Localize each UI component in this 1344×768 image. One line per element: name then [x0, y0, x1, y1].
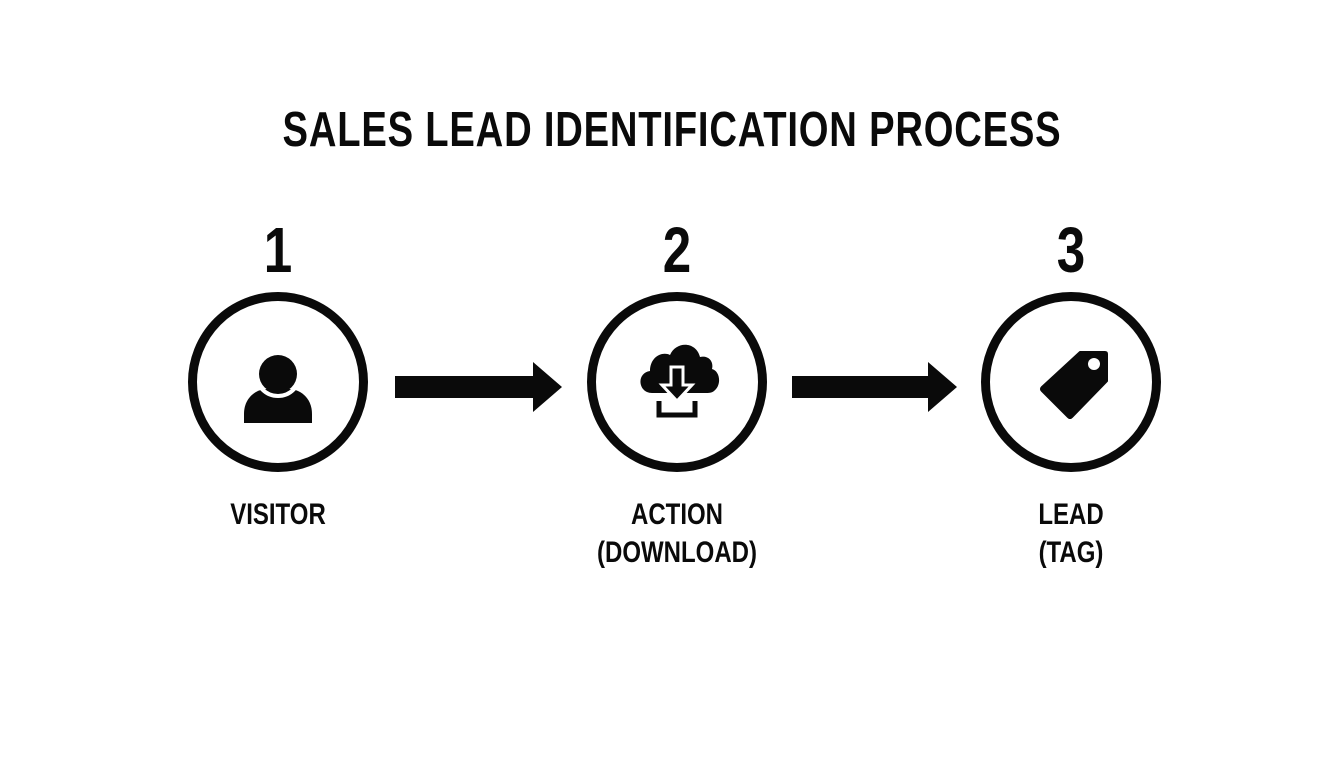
- arrow-right-icon: [792, 362, 957, 412]
- step-number: 3: [1056, 214, 1086, 286]
- step-lead: 3 LEAD (TAG): [961, 0, 1181, 768]
- step-circle: [981, 292, 1161, 472]
- step-label: ACTION (DOWNLOAD): [597, 498, 757, 569]
- step-action: 2 ACTION (DOWNLOAD): [567, 0, 787, 768]
- person-icon: [244, 350, 312, 423]
- step-circle: [587, 292, 767, 472]
- step-visitor: 1 VISITOR: [168, 0, 388, 768]
- step-number: 2: [662, 214, 692, 286]
- step-label: LEAD (TAG): [1038, 498, 1104, 569]
- step-circle: [188, 292, 368, 472]
- step-number: 1: [263, 214, 293, 286]
- step-label: VISITOR: [230, 498, 326, 531]
- diagram-title: SALES LEAD IDENTIFICATION PROCESS: [282, 103, 1062, 157]
- arrow-right-icon: [395, 362, 562, 412]
- cloud-download-icon: [640, 344, 720, 418]
- tag-icon: [1040, 351, 1108, 419]
